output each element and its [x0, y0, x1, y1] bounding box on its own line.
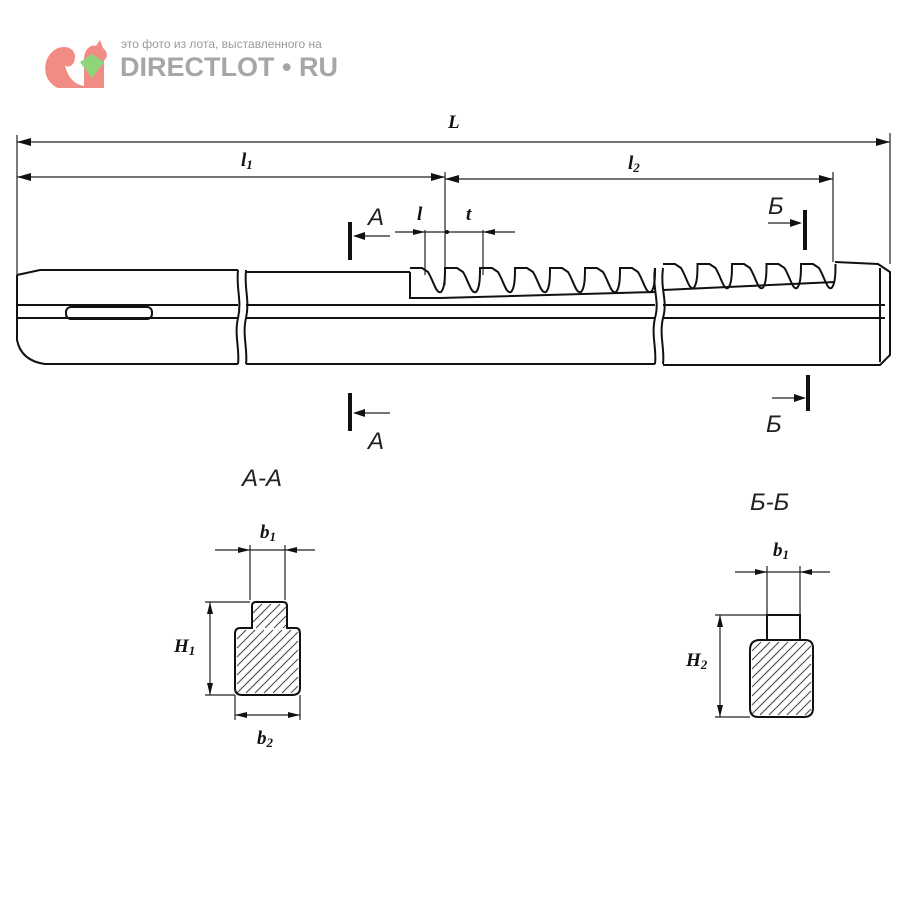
hatch-line	[751, 641, 780, 670]
hatch-line	[751, 641, 798, 688]
hatch-line	[254, 649, 299, 694]
key-slot	[65, 306, 153, 320]
squirrel-logo-icon	[45, 40, 107, 88]
section-b-top-letter: Б	[768, 193, 784, 220]
section-b-bottom-letter: Б	[766, 411, 782, 438]
hatch-line	[273, 615, 287, 629]
hatch-line	[804, 708, 812, 716]
dim-l1-label: l1	[241, 150, 253, 172]
hatch-line	[751, 641, 789, 679]
broach-body	[16, 261, 891, 366]
hatch-line	[751, 641, 807, 697]
hatch-line	[245, 640, 299, 694]
dim-H2-label: H2	[685, 650, 708, 672]
dimension-lines	[16, 133, 891, 285]
section-b-profile	[715, 566, 830, 718]
hatch-line	[795, 699, 812, 716]
hatch-line	[252, 603, 263, 614]
dim-b1-a-label: b1	[260, 522, 276, 544]
hatch-line	[236, 631, 299, 694]
hatch-line	[236, 629, 274, 667]
dim-t-label: t	[466, 204, 472, 225]
watermark-caption: это фото из лота, выставленного на	[121, 37, 322, 51]
hatch-line	[281, 676, 299, 694]
hatch-line	[751, 641, 771, 661]
hatch-line	[282, 624, 287, 629]
section-a-profile	[205, 545, 315, 720]
section-mark-a	[348, 222, 390, 431]
hatch-line	[290, 685, 299, 694]
dim-l2-label: l2	[628, 153, 640, 175]
dim-b1-b-label: b1	[773, 540, 789, 562]
watermark-brand: DIRECTLOT • RU	[120, 52, 338, 82]
dim-H1-label: H1	[173, 636, 195, 658]
section-a-top-letter: А	[366, 204, 384, 231]
hatch-line	[264, 606, 287, 629]
hatch-line	[236, 629, 256, 649]
hatch-line	[272, 667, 299, 694]
dim-b2-label: b2	[257, 728, 274, 750]
hatch-line	[751, 645, 812, 706]
hatch-line	[236, 629, 247, 640]
dim-L-label: L	[447, 112, 460, 133]
section-a-bottom-letter: А	[366, 428, 384, 455]
directlot-watermark: это фото из лота, выставленного на DIREC…	[45, 37, 338, 88]
hatch-line	[255, 603, 281, 629]
hatch-line	[236, 629, 283, 676]
section-mark-b	[768, 210, 810, 411]
hatch-line	[252, 603, 272, 623]
hatch-line	[263, 658, 299, 694]
hatch-line	[768, 672, 812, 716]
hatch-line	[759, 663, 812, 716]
dim-l-label: l	[417, 204, 423, 225]
hatch-line	[236, 629, 292, 685]
hatch-line	[786, 690, 812, 716]
hatch-line	[751, 641, 762, 652]
section-b-title: Б-Б	[750, 489, 789, 516]
section-a-title: А-А	[240, 465, 282, 492]
hatch-line	[777, 681, 812, 716]
hatch-line	[751, 654, 812, 715]
hatch-line	[236, 629, 265, 658]
